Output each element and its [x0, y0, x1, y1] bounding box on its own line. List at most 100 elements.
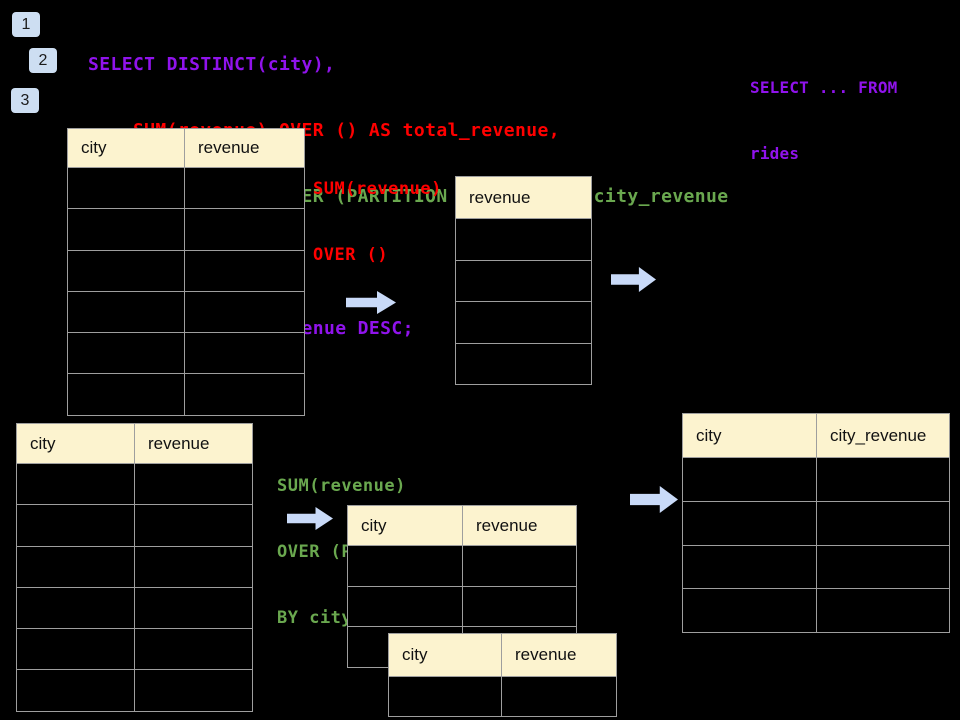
table-cell — [17, 587, 135, 629]
table-cell — [17, 505, 135, 546]
column-header-revenue: revenue — [463, 506, 576, 545]
column-header-revenue: revenue — [135, 424, 252, 463]
table-cell — [683, 458, 817, 501]
table-cell — [185, 333, 304, 373]
table-city-revenue-result: city city_revenue — [682, 413, 950, 633]
table-cell — [185, 251, 304, 291]
table-partition-source-header: city revenue — [17, 424, 252, 464]
table-partition-source-body — [17, 464, 252, 711]
arrow-right-icon — [346, 291, 396, 314]
table-row — [68, 291, 304, 334]
sql-snippet-select-from-rides: SELECT ... FROM rides — [750, 33, 898, 209]
table-cell — [68, 291, 185, 333]
annotation-sum-over-total: SUM(revenue) OVER () — [313, 134, 442, 310]
table-row — [348, 586, 576, 628]
table-cell — [17, 464, 135, 505]
table-cell — [135, 588, 252, 628]
table-cell — [135, 670, 252, 710]
step-badge-1-label: 1 — [21, 15, 31, 33]
table-row — [68, 333, 304, 375]
table-row — [389, 677, 616, 716]
table-cell — [68, 209, 185, 250]
table-row — [68, 168, 304, 210]
table-cell — [683, 589, 817, 632]
step-badge-2: 2 — [29, 48, 57, 73]
table-row — [456, 261, 591, 302]
column-header-city: city — [348, 506, 463, 545]
table-cell — [456, 344, 591, 385]
column-header-revenue: revenue — [185, 129, 304, 167]
table-cell — [348, 586, 463, 627]
table-cell — [68, 250, 185, 291]
table-cell — [135, 629, 252, 669]
table-cell — [135, 464, 252, 504]
table-cell — [185, 292, 304, 332]
table-total-revenue-header: revenue — [456, 177, 591, 219]
arrow-right-icon — [611, 267, 656, 292]
table-row — [17, 629, 252, 671]
table-row — [68, 250, 304, 292]
table-cell — [817, 546, 949, 589]
table-cell — [683, 501, 817, 545]
annotation-total-line-2: OVER () — [313, 245, 389, 265]
table-partition-group-2: city revenue — [388, 633, 617, 717]
table-row — [456, 302, 591, 344]
table-row — [17, 587, 252, 630]
table-row — [17, 670, 252, 711]
step-badge-3-label: 3 — [20, 91, 30, 109]
table-row — [17, 505, 252, 547]
table-cell — [185, 209, 304, 249]
table-cell — [817, 502, 949, 545]
table-row — [17, 464, 252, 506]
table-row — [456, 219, 591, 261]
table-cell — [68, 333, 185, 374]
table-cell — [683, 545, 817, 589]
table-row — [68, 374, 304, 415]
table-cell — [348, 546, 463, 586]
table-rides-source-header: city revenue — [68, 129, 304, 168]
table-cell — [456, 219, 591, 260]
column-header-city: city — [683, 414, 817, 457]
table-row — [17, 546, 252, 588]
table-row — [683, 589, 949, 632]
annotation-partition-line-1: SUM(revenue) — [277, 476, 406, 496]
column-header-city-revenue: city_revenue — [817, 414, 949, 457]
sql-snippet-line-1: SELECT ... FROM — [750, 78, 898, 97]
arrow-right-icon — [287, 507, 333, 530]
table-row — [683, 501, 949, 546]
column-header-revenue: revenue — [502, 634, 616, 676]
step-badge-1: 1 — [12, 12, 40, 37]
table-row — [683, 545, 949, 590]
table-cell — [68, 374, 185, 415]
table-rides-source-body — [68, 168, 304, 415]
step-badge-2-label: 2 — [38, 51, 48, 69]
column-header-city: city — [389, 634, 502, 676]
table-partition-group-2-header: city revenue — [389, 634, 616, 677]
table-cell — [456, 261, 591, 302]
table-partition-group-1-header: city revenue — [348, 506, 576, 546]
table-total-revenue: revenue — [455, 176, 592, 385]
table-row — [683, 458, 949, 502]
table-city-revenue-result-header: city city_revenue — [683, 414, 949, 458]
table-total-revenue-body — [456, 219, 591, 384]
table-partition-group-2-body — [389, 677, 616, 716]
table-cell — [185, 168, 304, 208]
table-cell — [817, 458, 949, 501]
sql-line-select: SELECT DISTINCT(city), — [88, 54, 336, 75]
table-rides-source: city revenue — [67, 128, 305, 416]
table-cell — [463, 546, 576, 586]
sql-snippet-line-2: rides — [750, 144, 800, 163]
arrow-right-icon — [630, 486, 678, 513]
table-row — [348, 546, 576, 587]
table-cell — [817, 589, 949, 632]
annotation-total-line-1: SUM(revenue) — [313, 179, 442, 199]
table-cell — [68, 168, 185, 209]
table-cell — [17, 546, 135, 587]
table-cell — [135, 505, 252, 545]
table-cell — [389, 677, 502, 716]
table-cell — [463, 587, 576, 627]
table-cell — [17, 670, 135, 711]
column-header-city: city — [68, 129, 185, 167]
table-row — [456, 344, 591, 385]
